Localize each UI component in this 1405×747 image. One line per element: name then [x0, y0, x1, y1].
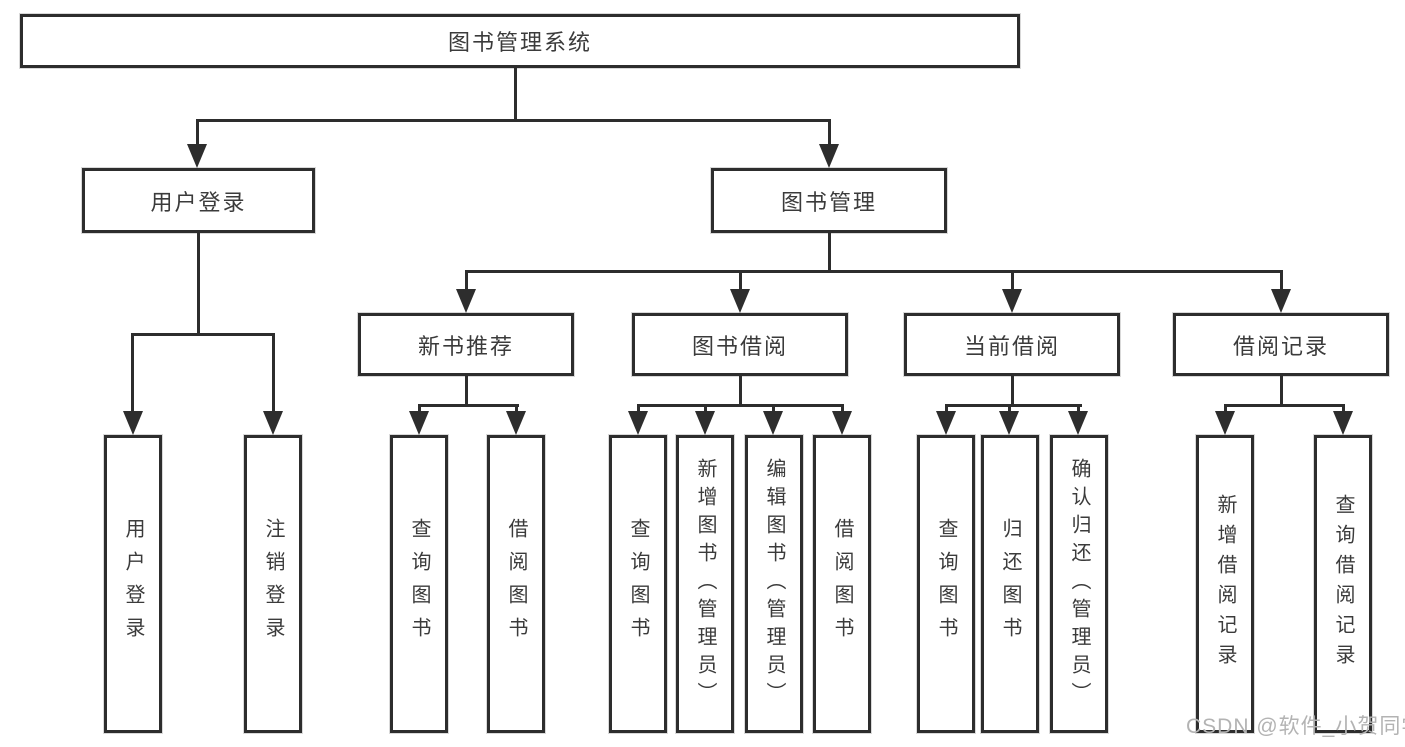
- connector-line: [828, 233, 831, 272]
- leaf-node-add-books-admin: 新增图书（管理员）: [676, 435, 734, 733]
- connector-line: [418, 404, 421, 414]
- leaf-node-confirm-return-admin: 确认归还（管理员）: [1050, 435, 1108, 733]
- branch-node-label: 用户登录: [150, 189, 247, 215]
- connector-line: [1011, 376, 1014, 407]
- arrow-down-icon: [1215, 411, 1235, 435]
- root-node-label: 图书管理系统: [447, 30, 592, 55]
- connector-line: [131, 333, 275, 336]
- arrow-down-icon: [819, 144, 839, 168]
- connector-line: [514, 68, 517, 120]
- connector-line: [272, 333, 275, 413]
- leaf-node-query-books: 查询图书: [917, 435, 975, 733]
- arrow-down-icon: [1271, 289, 1291, 313]
- connector-line: [515, 404, 518, 414]
- connector-line: [1008, 404, 1011, 414]
- connector-line: [465, 270, 468, 291]
- connector-line: [739, 270, 742, 291]
- connector-line: [704, 404, 707, 414]
- subnode-label: 图书借阅: [691, 333, 788, 359]
- leaf-node-user-login: 用户登录: [104, 435, 162, 733]
- arrow-down-icon: [763, 411, 783, 435]
- arrow-down-icon: [123, 411, 143, 435]
- connector-line: [1077, 404, 1080, 414]
- connector-line: [739, 376, 742, 407]
- connector-line: [1342, 404, 1345, 414]
- subnode-label: 借阅记录: [1232, 333, 1329, 359]
- connector-line: [197, 233, 200, 335]
- connector-line: [828, 119, 831, 146]
- connector-line: [1280, 376, 1283, 407]
- connector-line: [465, 376, 468, 407]
- connector-line: [945, 404, 1082, 407]
- arrow-down-icon: [1333, 411, 1353, 435]
- connector-line: [841, 404, 844, 414]
- connector-line: [196, 119, 831, 122]
- connector-line: [1224, 404, 1227, 414]
- watermark: CSDN @软件_小贺同学: [1186, 715, 1405, 738]
- arrow-down-icon: [1068, 411, 1088, 435]
- leaf-node-logout: 注销登录: [244, 435, 302, 733]
- subnode-borrow-records: 借阅记录: [1173, 313, 1389, 376]
- leaf-node-edit-books-admin: 编辑图书（管理员）: [745, 435, 803, 733]
- connector-line: [1224, 404, 1345, 407]
- arrow-down-icon: [187, 144, 207, 168]
- connector-line: [465, 270, 1282, 273]
- connector-line: [772, 404, 775, 414]
- arrow-down-icon: [730, 289, 750, 313]
- connector-line: [945, 404, 948, 414]
- connector-line: [1280, 270, 1283, 291]
- connector-line: [418, 404, 519, 407]
- subnode-label: 当前借阅: [963, 333, 1060, 359]
- leaf-node-add-borrow-record: 新增借阅记录: [1196, 435, 1254, 733]
- leaf-node-borrow-books: 借阅图书: [487, 435, 545, 733]
- connector-line: [131, 333, 134, 413]
- arrow-down-icon: [695, 411, 715, 435]
- leaf-node-query-borrow-record: 查询借阅记录: [1314, 435, 1372, 733]
- subnode-new-book-recommend: 新书推荐: [358, 313, 574, 376]
- arrow-down-icon: [936, 411, 956, 435]
- arrow-down-icon: [1002, 289, 1022, 313]
- leaf-node-query-books: 查询图书: [390, 435, 448, 733]
- arrow-down-icon: [832, 411, 852, 435]
- connector-line: [637, 404, 640, 414]
- arrow-down-icon: [999, 411, 1019, 435]
- subnode-current-borrow: 当前借阅: [904, 313, 1120, 376]
- root-node-library-system: 图书管理系统: [20, 14, 1020, 68]
- connector-line: [196, 119, 199, 146]
- leaf-node-query-books: 查询图书: [609, 435, 667, 733]
- arrow-down-icon: [628, 411, 648, 435]
- branch-node-book-management: 图书管理: [711, 168, 947, 233]
- leaf-node-borrow-books: 借阅图书: [813, 435, 871, 733]
- subnode-book-borrow: 图书借阅: [632, 313, 848, 376]
- arrow-down-icon: [409, 411, 429, 435]
- arrow-down-icon: [456, 289, 476, 313]
- connector-line: [637, 404, 844, 407]
- connector-line: [1011, 270, 1014, 291]
- leaf-node-return-books: 归还图书: [981, 435, 1039, 733]
- arrow-down-icon: [263, 411, 283, 435]
- branch-node-label: 图书管理: [780, 189, 877, 215]
- arrow-down-icon: [506, 411, 526, 435]
- branch-node-user-login: 用户登录: [82, 168, 315, 233]
- subnode-label: 新书推荐: [417, 333, 514, 359]
